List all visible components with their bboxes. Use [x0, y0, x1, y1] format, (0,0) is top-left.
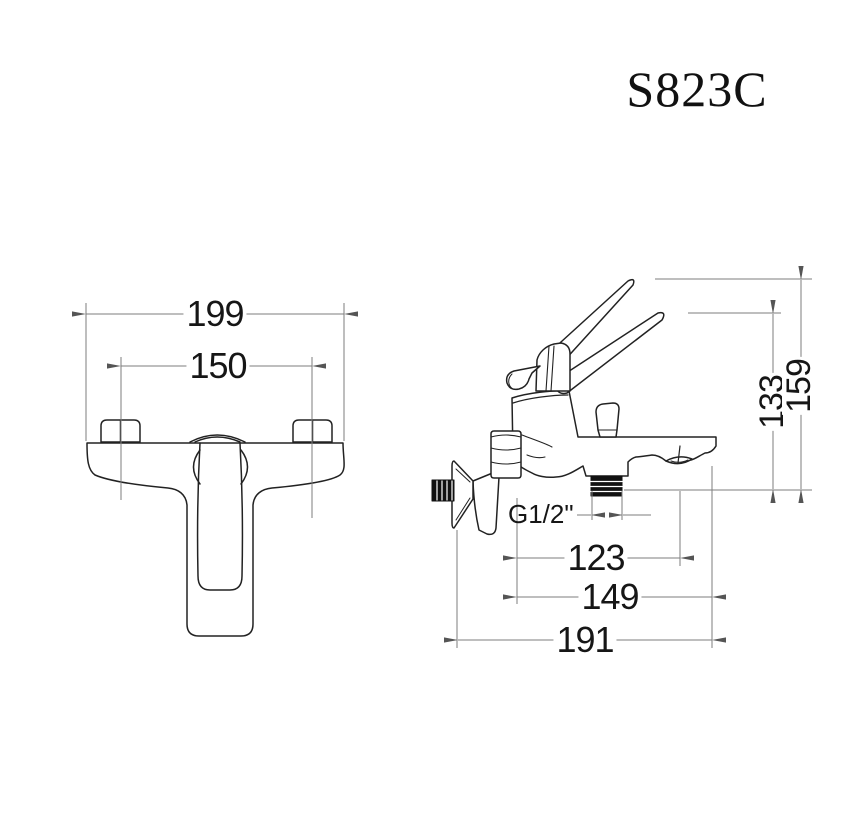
dim-wall-to-outlet: 123	[564, 540, 628, 576]
side-view-drawing	[431, 278, 717, 536]
dim-overall-depth: 191	[553, 622, 617, 658]
front-view-drawing	[86, 419, 345, 637]
model-number: S823C	[626, 61, 768, 117]
dim-lever-height-high: 159	[780, 357, 818, 415]
dim-overall-width: 199	[183, 296, 247, 332]
dim-hole-spacing: 150	[186, 348, 250, 384]
dim-thread-size: G1/2"	[508, 499, 574, 529]
dim-wall-to-spout-tip: 149	[578, 579, 642, 615]
